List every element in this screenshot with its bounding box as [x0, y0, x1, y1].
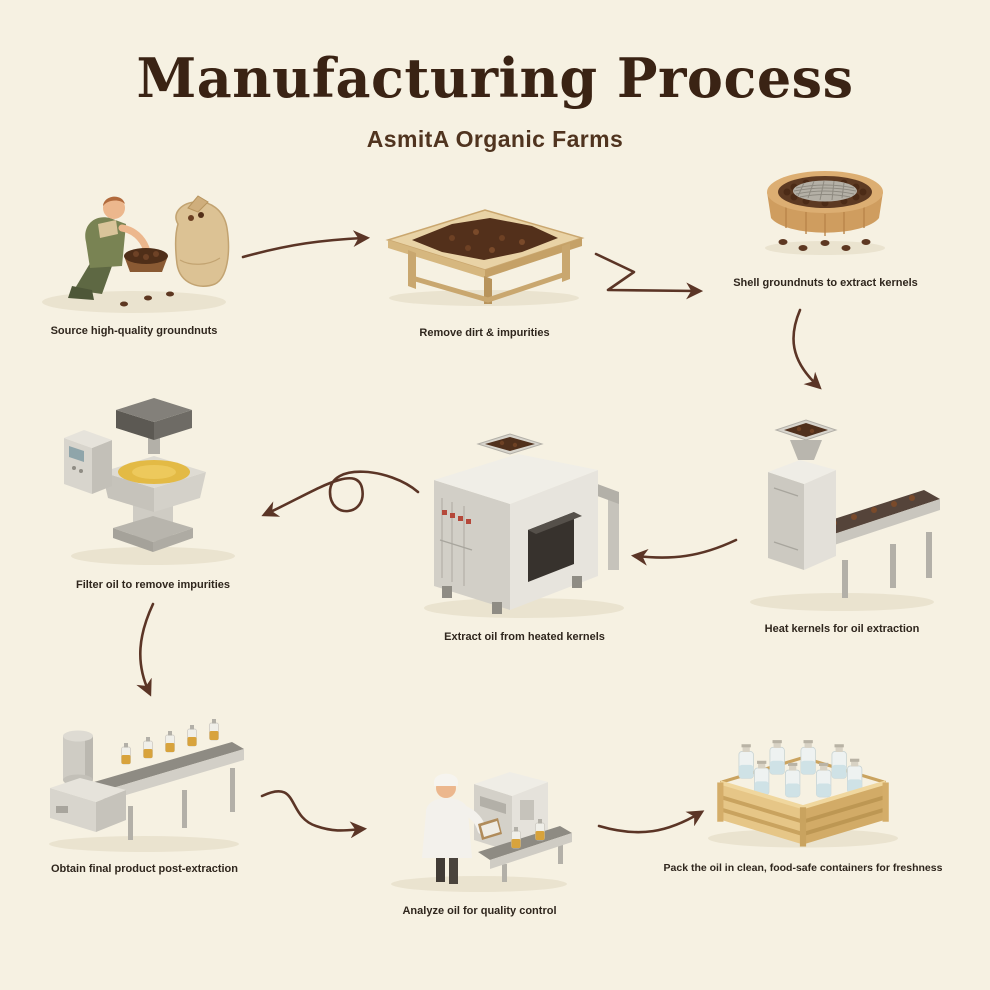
machine-label-plate — [56, 806, 68, 813]
quality-analysis-illustration — [382, 748, 577, 894]
page-subtitle: AsmitA Organic Farms — [366, 126, 624, 152]
packed-crate-illustration — [648, 706, 958, 851]
step-remove-dirt: Remove dirt & impurities — [372, 196, 597, 341]
drying-table-illustration — [372, 196, 597, 308]
filler-machine — [50, 730, 126, 832]
ground-shadow — [49, 836, 239, 852]
analysis-machine — [474, 772, 572, 882]
ground-shadow — [750, 593, 934, 611]
conveyor-legs — [128, 768, 235, 840]
step-label: Filter oil to remove impurities — [75, 579, 231, 591]
heater-body — [768, 460, 836, 570]
farmer — [68, 196, 150, 300]
oil-filter-machine-illustration — [58, 386, 248, 568]
farmers-sorting-groundnuts-illustration — [28, 168, 240, 318]
oil-extraction-machine-illustration — [412, 418, 637, 620]
quality-inspector — [422, 773, 502, 884]
hopper — [774, 419, 838, 460]
panel-screen — [69, 446, 84, 462]
sorting-bowl — [124, 248, 168, 272]
fallen-kernels — [778, 239, 871, 251]
page-title: Manufacturing Process — [136, 46, 854, 110]
hopper — [476, 433, 544, 455]
arrow-shell-to-heat — [792, 308, 822, 390]
step-quality-control: Analyze oil for quality control — [382, 748, 577, 919]
arrow-extract-to-filter — [261, 470, 420, 517]
filter-hood — [116, 398, 192, 454]
step-label: Shell groundnuts to extract kernels — [733, 277, 918, 289]
exhaust-duct — [592, 482, 619, 570]
ground-shadow — [424, 598, 624, 618]
step-label: Extract oil from heated kernels — [444, 631, 605, 643]
oil-bowl — [102, 456, 206, 512]
control-panel — [64, 430, 112, 494]
conveyor-legs — [842, 532, 932, 598]
step-label: Remove dirt & impurities — [419, 327, 550, 339]
step-shell-groundnuts: Shell groundnuts to extract kernels — [728, 156, 923, 291]
step-label: Heat kernels for oil extraction — [764, 623, 920, 635]
base-platform — [113, 504, 193, 552]
crate-body — [717, 780, 889, 847]
sieve-basket — [767, 171, 883, 236]
indicator-lights — [442, 510, 471, 524]
arrow-source-to-clean — [241, 230, 371, 259]
arrow-clean-to-shell — [594, 252, 704, 300]
kernel-heating-machine-illustration — [742, 392, 942, 614]
step-label: Source high-quality groundnuts — [50, 325, 218, 337]
step-label: Pack the oil in clean, food-safe contain… — [663, 861, 943, 874]
arrow-filter-to-final — [136, 602, 155, 697]
bottling-line-illustration — [42, 706, 247, 854]
step-heat-kernels: Heat kernels for oil extraction — [742, 392, 942, 637]
step-label: Obtain final product post-extraction — [50, 863, 238, 875]
ground-shadow — [391, 876, 567, 892]
lab-cap — [434, 773, 458, 786]
arrow-heat-to-extract — [630, 538, 738, 566]
groundnut-pile — [412, 218, 558, 260]
header: Manufacturing Process AsmitA Organic Far… — [0, 46, 990, 153]
step-pack-containers: Pack the oil in clean, food-safe contain… — [648, 706, 958, 875]
step-extract-oil: Extract oil from heated kernels — [412, 418, 637, 645]
machine-body — [434, 454, 598, 614]
ground-shadow — [71, 547, 235, 565]
ground-shadow — [765, 241, 885, 255]
shelling-sieve-illustration — [728, 156, 923, 260]
step-final-product: Obtain final product post-extraction — [42, 706, 247, 877]
step-filter-oil: Filter oil to remove impurities — [58, 386, 248, 593]
step-source-groundnuts: Source high-quality groundnuts — [28, 168, 240, 339]
arrow-final-to-analyze — [260, 789, 368, 839]
groundnut-sack — [174, 195, 230, 287]
machine-panel — [480, 796, 506, 814]
step-label: Analyze oil for quality control — [402, 905, 557, 917]
